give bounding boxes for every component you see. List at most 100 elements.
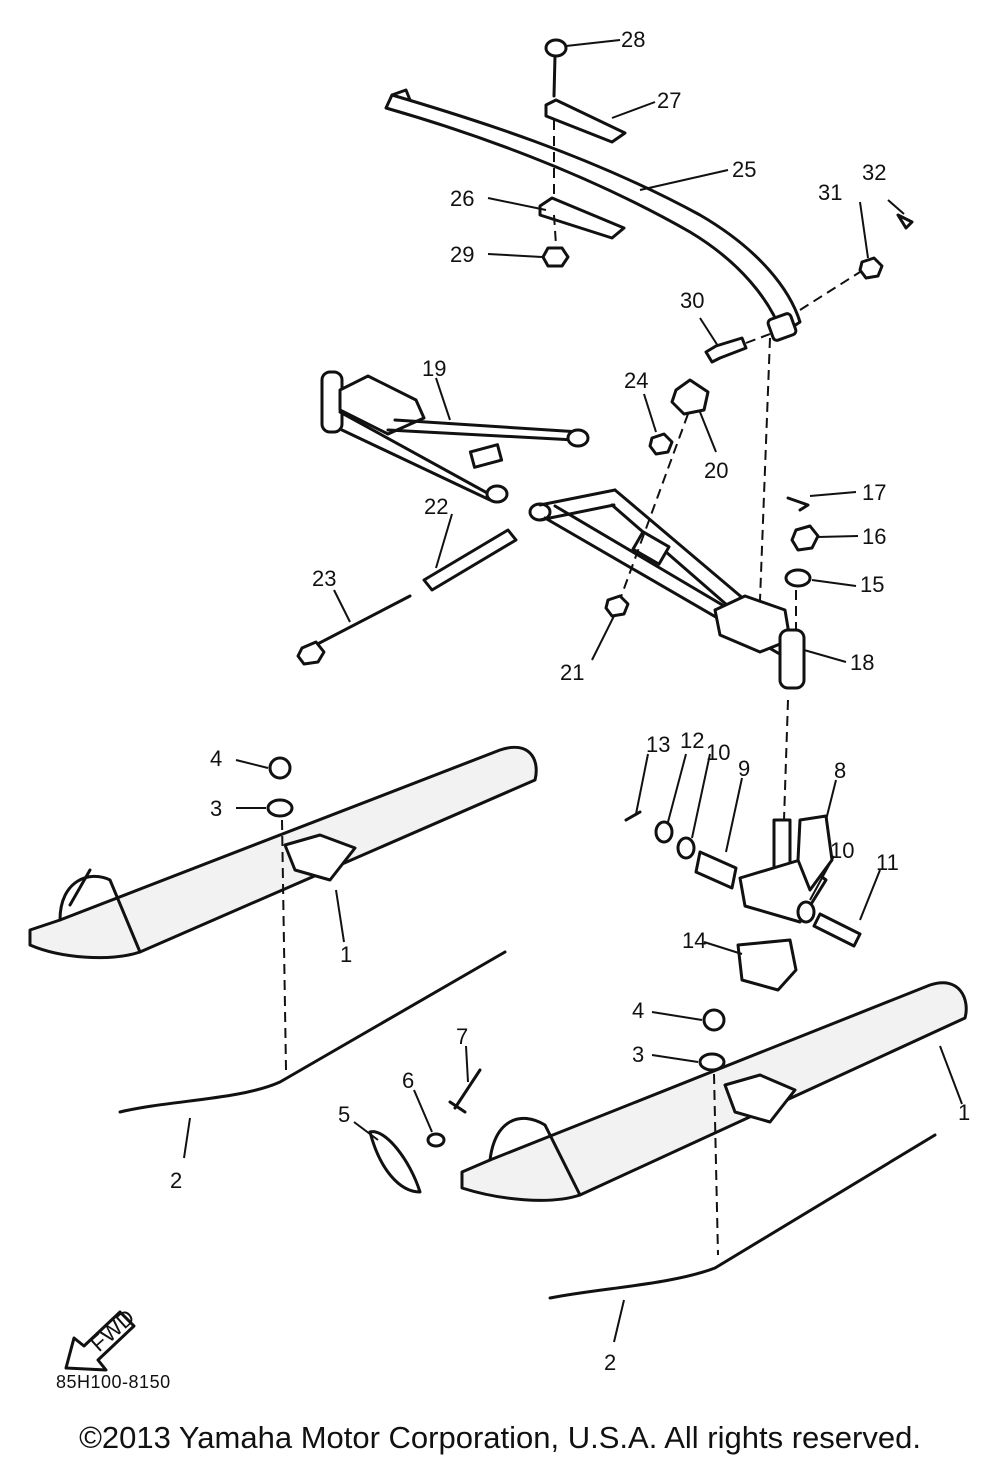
spring-bushing xyxy=(766,312,798,342)
callout-22: 22 xyxy=(424,494,448,519)
right-ski xyxy=(460,981,968,1300)
washer-10a xyxy=(676,836,696,860)
left-ski-loop-handle xyxy=(58,874,142,954)
self-lock-nut xyxy=(858,256,884,280)
ski-spindle-assembly xyxy=(624,699,862,992)
callout-8: 8 xyxy=(834,758,846,783)
upper-arm-end-2 xyxy=(566,428,590,448)
hex-bolt xyxy=(704,336,748,364)
callout-4-left: 4 xyxy=(210,746,222,771)
callout-labels: 28 27 25 26 29 31 32 30 19 24 20 17 16 1… xyxy=(170,27,970,1375)
left-ski-axis xyxy=(281,819,287,1071)
callout-18: 18 xyxy=(850,650,874,675)
callout-5: 5 xyxy=(338,1102,350,1127)
callout-29: 29 xyxy=(450,242,474,267)
pin-13 xyxy=(624,810,642,822)
callout-3-right: 3 xyxy=(632,1042,644,1067)
callout-26: 26 xyxy=(450,186,474,211)
callout-12: 12 xyxy=(680,728,704,753)
upper-arm-cross-tube xyxy=(386,418,582,442)
ski-hardware xyxy=(368,1068,482,1194)
upper-arm-bracket xyxy=(338,374,426,436)
callout-23: 23 xyxy=(312,566,336,591)
lower-a-arm xyxy=(528,488,806,690)
callout-20: 20 xyxy=(704,458,728,483)
callout-10-lower: 10 xyxy=(830,838,854,863)
bolt-axis xyxy=(745,333,771,344)
callout-28: 28 xyxy=(621,27,645,52)
callout-6: 6 xyxy=(402,1068,414,1093)
right-ski-saddle xyxy=(723,1073,797,1124)
ski-cap-5 xyxy=(368,1130,422,1194)
arrow-left-down-icon xyxy=(64,1310,136,1372)
upper-arm-end-1 xyxy=(485,484,509,504)
spindle-arm xyxy=(796,814,834,892)
right-washer-3 xyxy=(698,1052,726,1072)
callout-13: 13 xyxy=(646,732,670,757)
nut-21 xyxy=(604,594,630,618)
fwd-arrow: FWD xyxy=(64,1304,139,1372)
left-nut-4 xyxy=(268,756,292,780)
right-wear-bar xyxy=(548,1133,937,1300)
callout-21: 21 xyxy=(560,660,584,685)
callout-25: 25 xyxy=(732,157,756,182)
right-ski-axis xyxy=(713,1073,719,1256)
lower-arm-short-tube xyxy=(538,488,617,522)
callout-9: 9 xyxy=(738,756,750,781)
lower-arm-spindle-housing xyxy=(778,628,806,690)
callout-2-right: 2 xyxy=(604,1350,616,1375)
cotter-pin-shape xyxy=(896,213,914,230)
pivot-hardware xyxy=(296,378,710,666)
nut xyxy=(541,246,570,268)
right-ski-loop-handle xyxy=(488,1116,582,1197)
right-nut-4 xyxy=(702,1008,726,1032)
long-bolt-head xyxy=(296,640,326,666)
spring-to-arm-axis xyxy=(759,337,771,601)
callout-30: 30 xyxy=(680,288,704,313)
callout-1-left: 1 xyxy=(340,942,352,967)
nut-axis xyxy=(799,271,861,311)
callout-1-right: 1 xyxy=(958,1100,970,1125)
bolt-11 xyxy=(812,912,862,948)
callout-11: 11 xyxy=(876,850,899,875)
collar-sleeve xyxy=(422,528,518,592)
upper-arm-lower-tube xyxy=(338,410,502,502)
leaf-spring-assembly xyxy=(384,38,914,364)
long-bolt-shank xyxy=(304,594,412,652)
left-wear-bar xyxy=(118,950,507,1114)
callout-32: 32 xyxy=(862,160,886,185)
callout-2-left: 2 xyxy=(170,1168,182,1193)
bushing-12 xyxy=(654,820,674,844)
knob-bolt-head xyxy=(544,38,568,58)
diagram-reference-code: 85H100-8150 xyxy=(56,1372,171,1392)
spindle-top-hardware xyxy=(759,337,820,630)
left-ski-saddle xyxy=(283,833,357,882)
callout-27: 27 xyxy=(657,88,681,113)
pin-7 xyxy=(448,1068,482,1114)
left-washer-3 xyxy=(266,798,294,818)
knob-bolt-shank xyxy=(552,54,557,98)
upper-plate xyxy=(544,98,627,144)
washer-10b xyxy=(796,900,816,924)
left-ski-loop-brace xyxy=(68,868,92,907)
washer-15 xyxy=(784,568,812,588)
lower-axis xyxy=(553,214,557,246)
callout-17: 17 xyxy=(862,480,886,505)
callout-19: 19 xyxy=(422,356,446,381)
lower-arm-diagonal-tube xyxy=(610,488,747,614)
lower-arm-gusset xyxy=(631,530,671,566)
callout-4-right: 4 xyxy=(632,998,644,1023)
spindle-axis xyxy=(783,699,789,821)
callout-7: 7 xyxy=(456,1024,468,1049)
callout-31: 31 xyxy=(818,180,842,205)
callout-16: 16 xyxy=(862,524,886,549)
lower-plate xyxy=(538,196,626,240)
castle-nut xyxy=(790,524,820,552)
ski-bracket-14 xyxy=(736,938,798,992)
copyright-notice: ©2013 Yamaha Motor Corporation, U.S.A. A… xyxy=(79,1420,921,1455)
callout-15: 15 xyxy=(860,572,884,597)
callout-10-upper: 10 xyxy=(706,740,730,765)
spring-end-hook xyxy=(390,88,412,102)
stopper-axis xyxy=(617,413,689,606)
